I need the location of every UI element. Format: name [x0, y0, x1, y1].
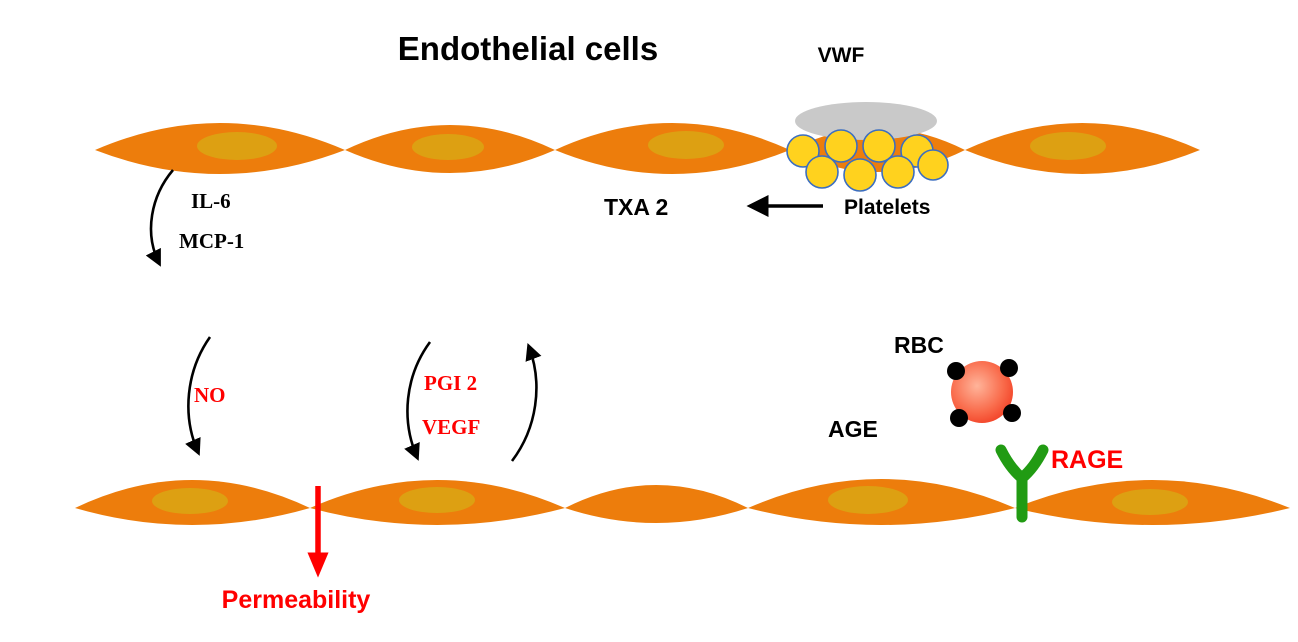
rage-label: RAGE	[1051, 446, 1123, 474]
rbc-label: RBC	[894, 332, 944, 358]
rage-receptor-icon	[995, 444, 1049, 523]
bottom-endothelial-row	[75, 479, 1290, 525]
cell-nucleus	[648, 131, 724, 159]
rbc-cell-icon	[951, 361, 1013, 423]
txa2-label: TXA 2	[604, 194, 668, 220]
mcp1-label: MCP-1	[179, 229, 244, 253]
no-label: NO	[194, 383, 226, 407]
cell-nucleus	[412, 134, 484, 160]
cell-nucleus	[1030, 132, 1106, 160]
platelet-icon	[843, 158, 877, 192]
vegf-label: VEGF	[422, 415, 480, 439]
vwf-label: VWF	[818, 44, 865, 67]
cell-nucleus	[152, 488, 228, 514]
cell-nucleus	[828, 486, 908, 514]
age-label: AGE	[828, 416, 878, 442]
no-arrow-icon	[185, 336, 212, 456]
vwf-blob	[795, 102, 937, 140]
pgi2-down-arrow-icon	[404, 341, 432, 461]
age-particle-icon	[947, 362, 965, 380]
il6-mcp1-arrow-icon	[145, 169, 174, 267]
platelet-icon	[786, 134, 820, 168]
platelet-cluster	[786, 129, 949, 192]
platelet-icon	[862, 129, 896, 163]
pgi2-label: PGI 2	[424, 371, 477, 395]
top-endothelial-row	[95, 123, 1200, 174]
age-particle-icon	[1000, 359, 1018, 377]
platelet-icon	[824, 129, 858, 163]
cell-nucleus	[399, 487, 475, 513]
cell-nucleus	[197, 132, 277, 160]
diagram-title: Endothelial cells	[398, 30, 658, 67]
platelets-label: Platelets	[844, 196, 930, 219]
vegf-up-arrow-icon	[510, 343, 542, 462]
permeability-label: Permeability	[222, 586, 371, 614]
platelet-icon	[917, 149, 949, 181]
age-particle-icon	[1003, 404, 1021, 422]
platelet-icon	[805, 155, 839, 189]
age-particle-icon	[950, 409, 968, 427]
endothelial-cell	[565, 485, 748, 523]
platelet-icon	[881, 155, 915, 189]
cell-nucleus	[1112, 489, 1188, 515]
glycated-rbc	[947, 359, 1021, 427]
il6-label: IL-6	[191, 189, 231, 213]
